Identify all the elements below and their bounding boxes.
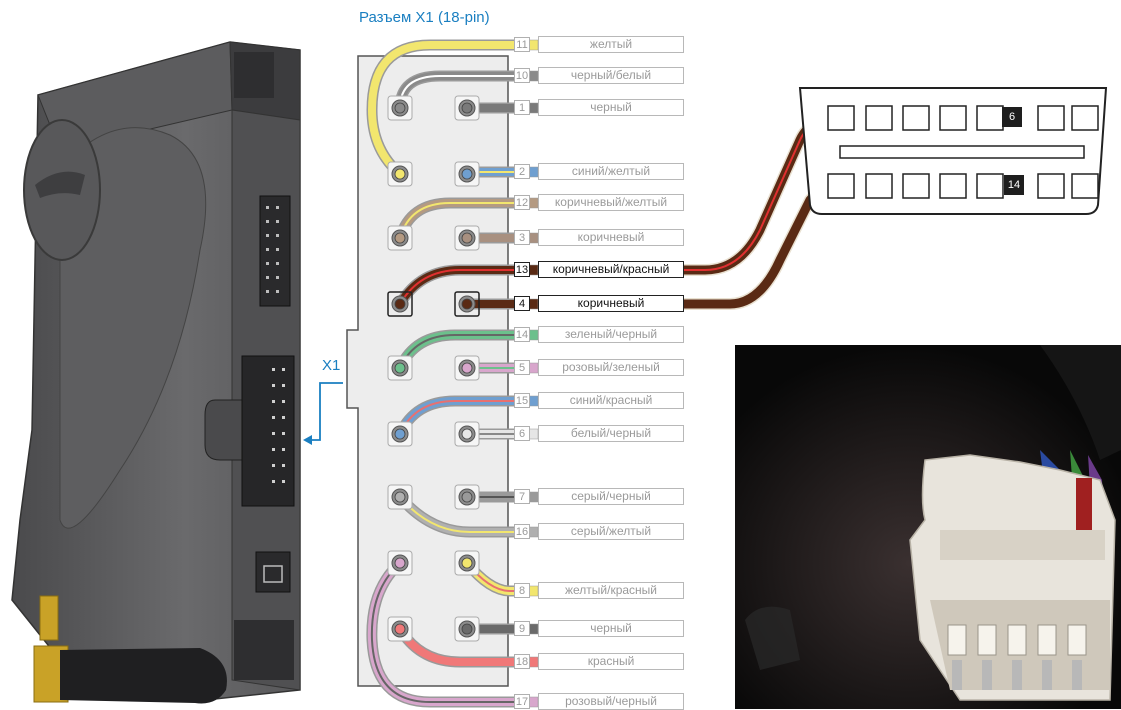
obd-connector	[798, 87, 1108, 215]
hole-pin-4	[461, 298, 473, 310]
wire-color-label: черный	[538, 99, 684, 116]
hole-pin-6	[461, 428, 473, 440]
wire-color-label: коричневый	[538, 229, 684, 246]
connector-holes	[387, 95, 480, 642]
hole-pin-14	[394, 362, 406, 374]
wire-color-label: красный	[538, 653, 684, 670]
pin-number: 15	[514, 393, 530, 408]
hole-pin-8	[461, 557, 473, 569]
wire-stripe-13	[399, 269, 529, 305]
wire-color-label: коричневый/красный	[538, 261, 684, 278]
hole-pin-3	[461, 232, 473, 244]
pin-number: 12	[514, 195, 530, 210]
wire-color-label: коричневый/желтый	[538, 194, 684, 211]
pin-number: 1	[514, 100, 530, 115]
wire-color-label: белый/черный	[538, 425, 684, 442]
pin-number: 18	[514, 654, 530, 669]
hole-pin-5	[461, 362, 473, 374]
pin-number: 3	[514, 230, 530, 245]
wire-color-label: зеленый/черный	[538, 326, 684, 343]
hole-pin-1	[461, 102, 473, 114]
hole-pin-2	[461, 168, 473, 180]
hole-pin-15	[394, 428, 406, 440]
pin-number: 9	[514, 621, 530, 636]
wire-color-label: желтый/красный	[538, 582, 684, 599]
wire-color-label: розовый/зеленый	[538, 359, 684, 376]
pin-number: 17	[514, 694, 530, 709]
pin-number: 6	[514, 426, 530, 441]
connector-title: Разъем X1 (18-pin)	[359, 9, 490, 26]
wire-color-label: синий/красный	[538, 392, 684, 409]
pin-number: 11	[514, 37, 530, 52]
hole-pin-9	[461, 623, 473, 635]
pin-number: 10	[514, 68, 530, 83]
wire-color-label: розовый/черный	[538, 693, 684, 710]
wire-color-label: черный	[538, 620, 684, 637]
hole-pin-13	[394, 298, 406, 310]
wire-color-label: черный/белый	[538, 67, 684, 84]
pin-number: 14	[514, 327, 530, 342]
pin-number: 5	[514, 360, 530, 375]
hole-pin-12	[394, 232, 406, 244]
hole-frame-13	[387, 291, 413, 317]
pin-number: 13	[514, 262, 530, 277]
hole-pin-16	[394, 491, 406, 503]
pin-number: 4	[514, 296, 530, 311]
pin-number: 16	[514, 524, 530, 539]
hole-pin-17	[394, 557, 406, 569]
pin-number: 2	[514, 164, 530, 179]
alarm-unit-illustration	[11, 41, 301, 704]
wire-color-label: коричневый	[538, 295, 684, 312]
connector-photo	[735, 345, 1121, 709]
obd-pin-6-label: 6	[1002, 107, 1022, 127]
hole-frame-4	[454, 291, 480, 317]
wire-color-label: серый/желтый	[538, 523, 684, 540]
hole-pin-11	[394, 168, 406, 180]
wire-stripe-17	[370, 562, 529, 703]
hole-pin-10	[394, 102, 406, 114]
wire-color-label: синий/желтый	[538, 163, 684, 180]
obd-pin-14-label: 14	[1004, 175, 1024, 195]
x1-arrow	[303, 382, 343, 445]
pin-number: 7	[514, 489, 530, 504]
wire-11	[367, 41, 532, 178]
x1-label: X1	[322, 357, 341, 374]
wire-color-label: серый/черный	[538, 488, 684, 505]
pin-number: 8	[514, 583, 530, 598]
hole-pin-18	[394, 623, 406, 635]
hole-pin-7	[461, 491, 473, 503]
wire-color-label: желтый	[538, 36, 684, 53]
